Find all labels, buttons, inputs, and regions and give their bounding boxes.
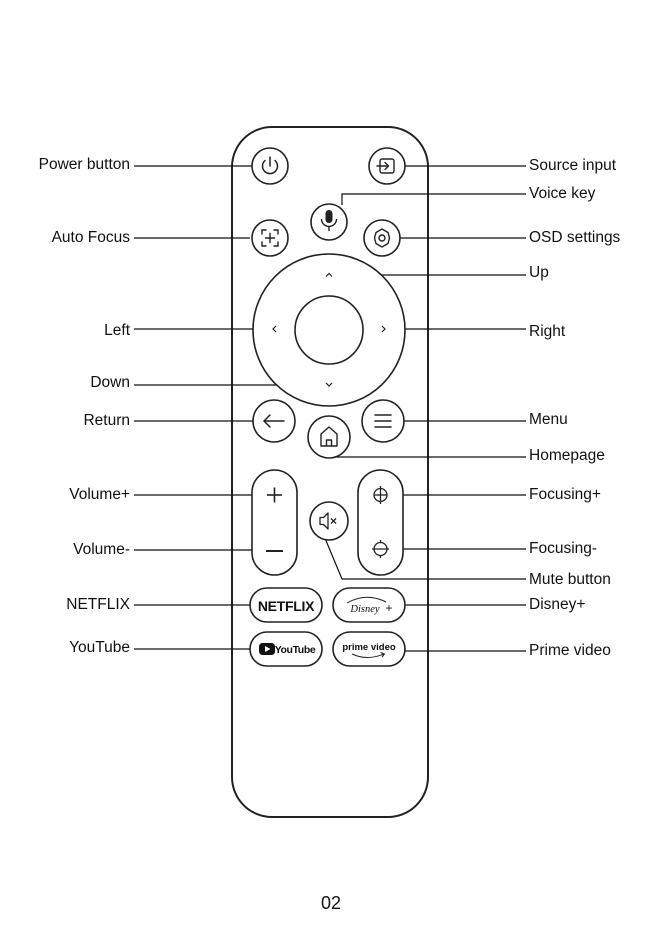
mute-button[interactable] [310,502,348,540]
dpad [253,254,405,406]
menu-button[interactable] [362,400,404,442]
netflix-button[interactable]: NETFLIX [250,588,322,622]
source-input-button[interactable] [369,148,405,184]
label-down: Down [0,374,130,392]
disney-plus-text: + [385,601,392,615]
disney-logo-text: Disney [349,604,379,615]
label-return: Return [0,412,130,430]
label-auto-focus: Auto Focus [0,229,130,247]
label-volume-down: Volume- [0,541,130,559]
voice-key-button[interactable] [311,204,347,240]
power-button[interactable] [252,148,288,184]
label-osd-settings: OSD settings [529,229,620,247]
label-prime-video: Prime video [529,642,611,660]
leader-mute [322,531,526,579]
netflix-logo-text: NETFLIX [258,598,315,614]
label-disney-plus: Disney+ [529,596,585,614]
ok-button[interactable] [295,296,363,364]
label-youtube: YouTube [0,639,130,657]
label-netflix: NETFLIX [0,596,130,614]
prime-video-logo-text: prime video [342,642,396,653]
label-mute-button: Mute button [529,571,611,589]
label-focusing-down: Focusing- [529,540,597,558]
leader-voice [342,194,526,205]
label-volume-up: Volume+ [0,486,130,504]
label-homepage: Homepage [529,447,605,465]
label-voice-key: Voice key [529,185,595,203]
youtube-logo-text: YouTube [275,644,316,656]
prime-video-button[interactable]: prime video [333,632,405,666]
label-source-input: Source input [529,157,616,175]
disney-button[interactable]: Disney + [333,588,405,622]
youtube-button[interactable]: YouTube [250,632,322,666]
page-number: 02 [0,892,662,914]
label-power-button: Power button [0,156,130,174]
label-left: Left [0,322,130,340]
focusing-rocker[interactable] [358,470,403,575]
return-button[interactable] [253,400,295,442]
label-focusing-up: Focusing+ [529,486,601,504]
auto-focus-button[interactable] [252,220,288,256]
osd-settings-button[interactable] [364,220,400,256]
volume-rocker[interactable] [252,470,297,575]
label-menu: Menu [529,411,568,429]
label-right: Right [529,323,565,341]
homepage-button[interactable] [308,416,350,458]
label-up: Up [529,264,549,282]
